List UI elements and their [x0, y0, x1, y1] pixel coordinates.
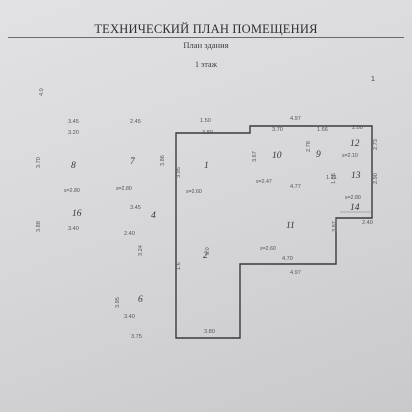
room-area-7: s=2.80 [116, 186, 132, 192]
vertical-dimension-label: 3.95 [115, 297, 121, 308]
sheet-number: 1 [371, 76, 375, 83]
vertical-dimension-label: 4.0 [39, 88, 45, 96]
room-number-11: 11 [286, 221, 295, 231]
dimension-label: 3.40 [124, 314, 135, 320]
room-number-7: 7 [130, 157, 136, 167]
vertical-dimension-label: 3.24 [138, 245, 144, 256]
dimension-label: 3.80 [202, 130, 213, 136]
dimension-label: 3.20 [68, 130, 79, 136]
vertical-dimension-label: 5.0 [205, 247, 211, 255]
room-number-1: 1 [204, 161, 209, 171]
dimension-label: 2.40 [362, 220, 373, 226]
dimension-label: 3.40 [68, 226, 79, 232]
vertical-dimension-label: 1.66 [331, 173, 337, 184]
dimension-label: 1.50 [200, 118, 211, 124]
dimension-label: 3.80 [204, 329, 215, 335]
room-number-6: 6 [138, 295, 143, 305]
vertical-dimension-label: 3.95 [176, 167, 182, 178]
title-rule [8, 37, 404, 38]
room-number-14: 14 [350, 203, 360, 213]
vertical-dimension-label: 3.67 [252, 151, 258, 162]
dimension-label: 2.00 [352, 125, 363, 131]
dimension-label: 3.75 [131, 334, 142, 340]
room-number-16: 16 [72, 209, 82, 219]
dimension-label: 4.97 [290, 116, 301, 122]
dimension-label: 4.97 [290, 270, 301, 276]
room-area-14: s=2.80 [345, 195, 361, 201]
room-number-12: 12 [350, 139, 360, 149]
vertical-dimension-label: 2.78 [306, 141, 312, 152]
floor-label: 1 этаж [194, 60, 218, 69]
building-outline [175, 125, 373, 339]
dimension-label: 2.45 [130, 119, 141, 125]
room-area-10: s=2.47 [256, 179, 272, 185]
dimension-label: 3.45 [68, 119, 79, 125]
room-number-2: 2 [203, 251, 208, 261]
room-number-8: 8 [71, 161, 76, 171]
dimension-label: 4.77 [290, 184, 301, 190]
dimension-label: 3.45 [130, 205, 141, 211]
dimension-label: 3.70 [272, 127, 283, 133]
room-area-11: s=2.60 [260, 246, 276, 252]
room-number-10: 10 [272, 151, 282, 161]
room-number-13: 13 [351, 171, 361, 181]
room-area-8: s=2.80 [64, 188, 80, 194]
vertical-dimension-label: 3.87 [332, 221, 338, 232]
vertical-dimension-label: 1.6 [176, 262, 182, 270]
dimension-label: 1.66 [317, 127, 328, 133]
dimension-label: 4.70 [282, 256, 293, 262]
document-subtitle: План здания [183, 40, 229, 50]
room-number-9: 9 [316, 150, 321, 160]
vertical-dimension-label: 3.86 [160, 155, 166, 166]
dimension-label: 2.40 [124, 231, 135, 237]
document-title: ТЕХНИЧЕСКИЙ ПЛАН ПОМЕЩЕНИЯ [94, 22, 318, 36]
room-number-4: 4 [151, 211, 156, 221]
room-area-12: s=2.10 [342, 153, 358, 159]
dimension-label: 1.71 [326, 175, 337, 181]
vertical-dimension-label: 3.88 [36, 221, 42, 232]
vertical-dimension-label: 2.73 [373, 139, 379, 150]
vertical-dimension-label: 3.70 [36, 157, 42, 168]
vertical-dimension-label: 2.90 [373, 173, 379, 184]
room-area-1: s=2.60 [186, 189, 202, 195]
